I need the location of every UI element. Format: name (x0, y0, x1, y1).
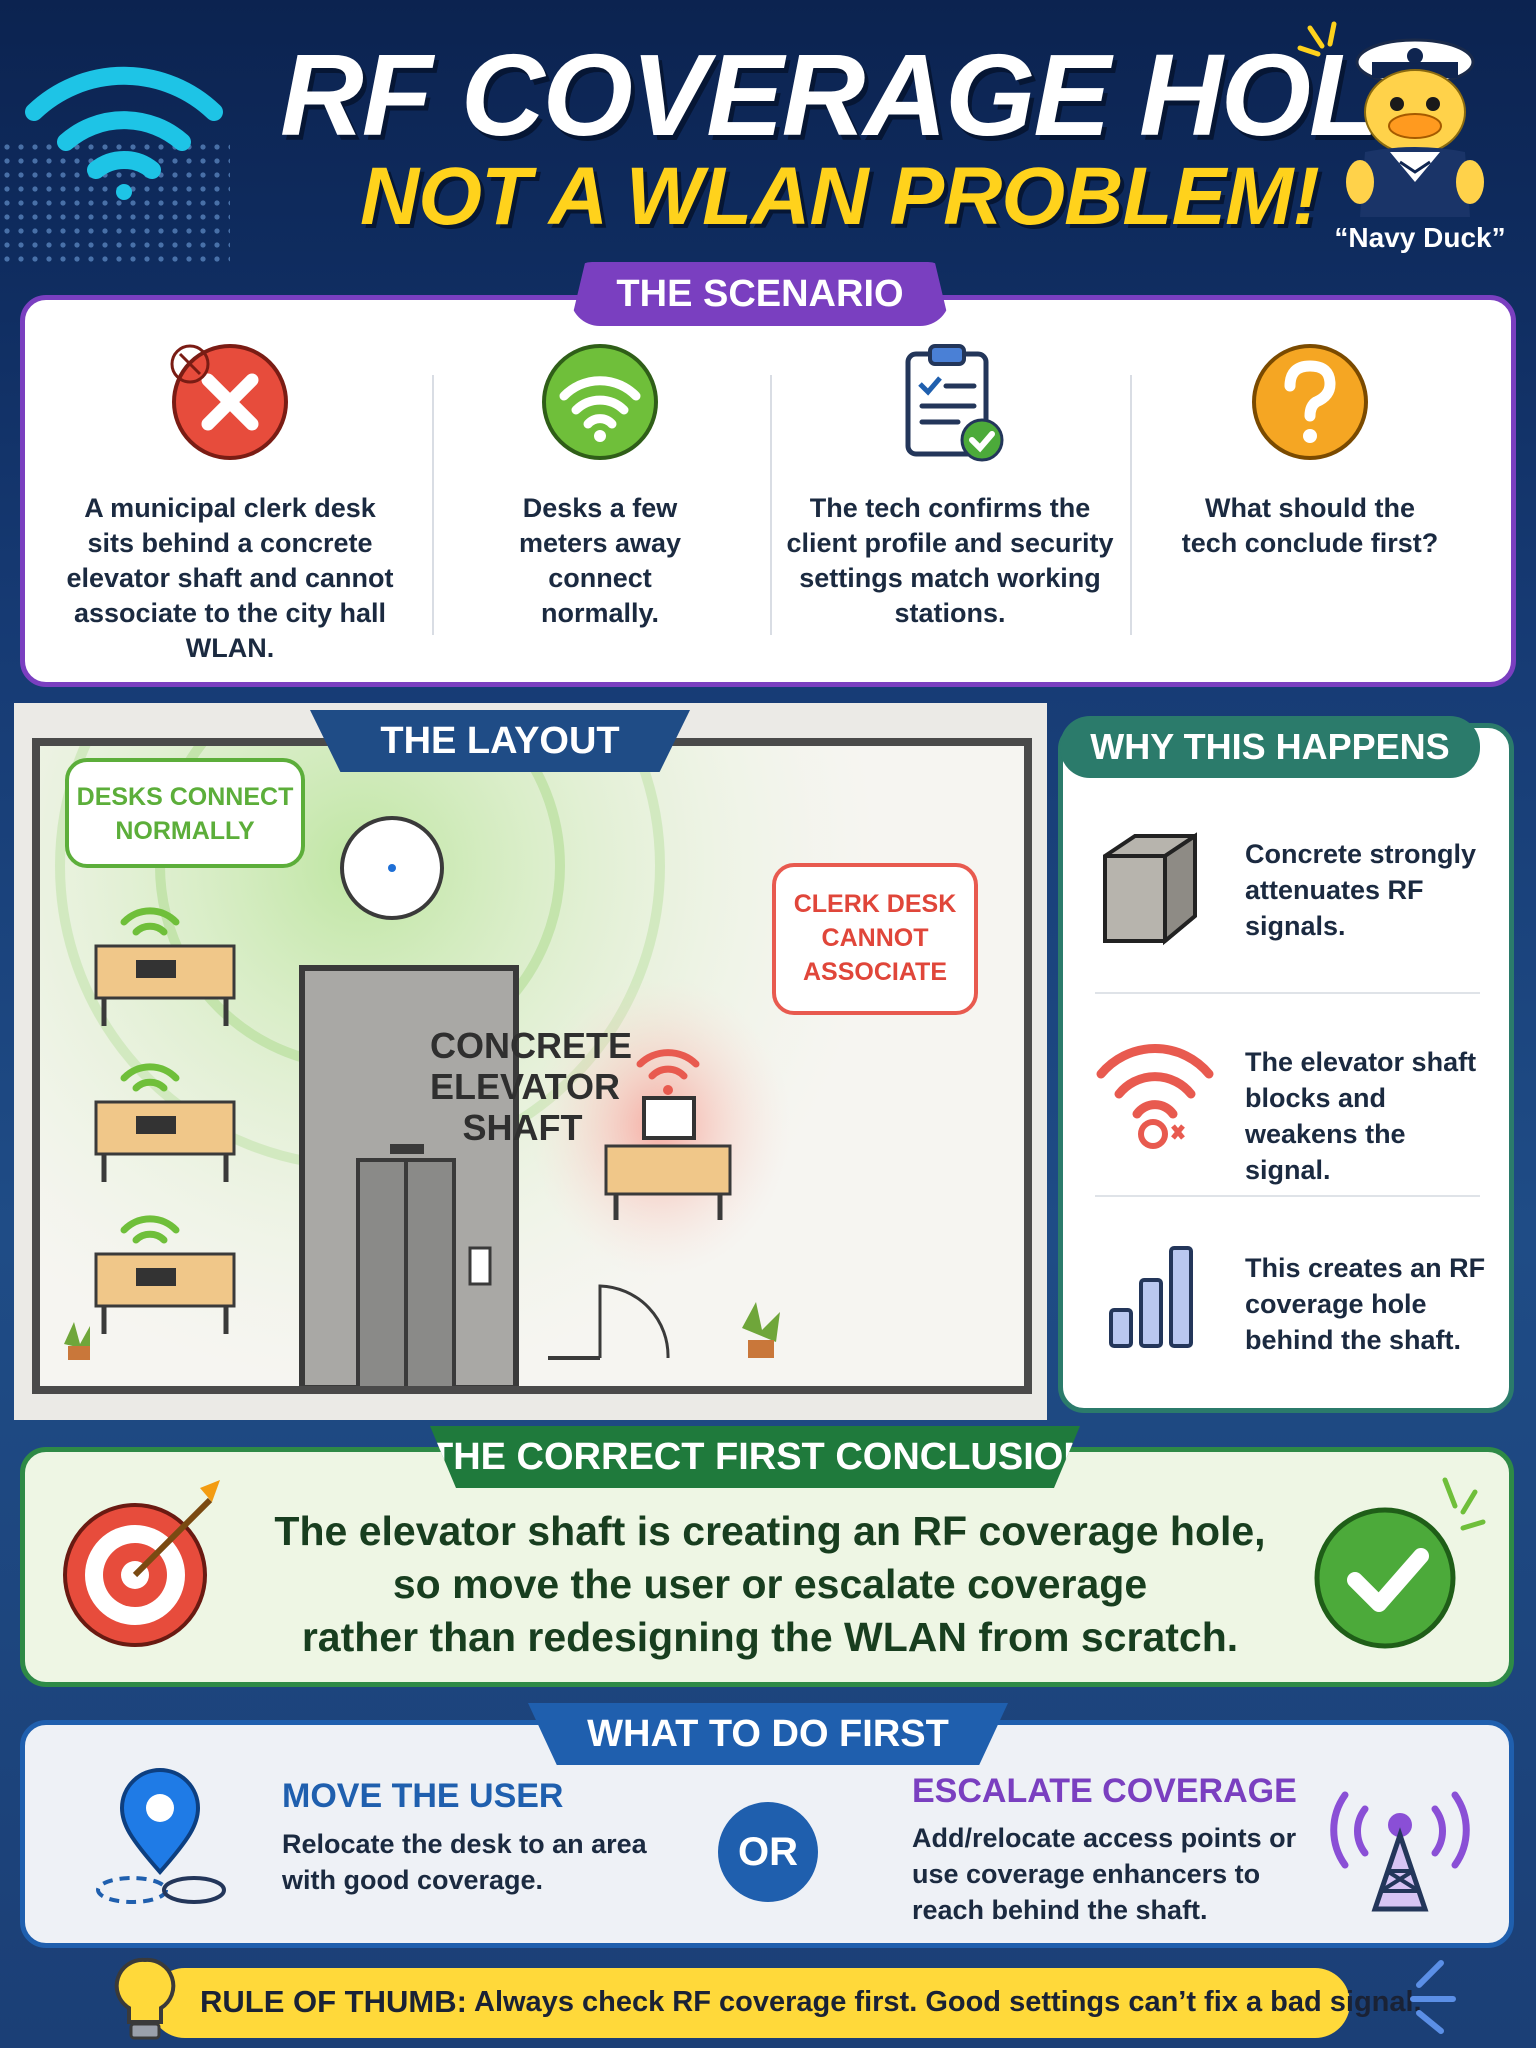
floor-plan (32, 738, 1032, 1394)
or-badge: OR (718, 1802, 818, 1902)
mascot-caption: “Navy Duck” (1334, 222, 1506, 253)
concrete-block-icon (1103, 832, 1197, 946)
sparkle-icon (1410, 1960, 1456, 2034)
scenario-text: What should the tech conclude first? (1181, 493, 1439, 558)
question-icon (1252, 344, 1368, 460)
antenna-tower-icon (1330, 1791, 1470, 1912)
conclusion-line: The elevator shaft is creating an RF cov… (274, 1508, 1266, 1554)
location-pin-icon (96, 1768, 226, 1904)
why-text: This creates an RF coverage hole behind … (1245, 1253, 1486, 1355)
why-item: The elevator shaft blocks and weakens th… (1095, 1034, 1495, 1185)
layout-heading: THE LAYOUT (310, 710, 690, 772)
scenario-item: A municipal clerk desk sits behind a con… (60, 340, 400, 670)
conclusion-line: rather than redesigning the WLAN from sc… (301, 1614, 1239, 1660)
x-circle-icon (170, 344, 288, 460)
move-user-title: MOVE THE USER (282, 1777, 564, 1815)
why-item: This creates an RF coverage hole behind … (1095, 1240, 1495, 1390)
scenario-item: The tech confirms the client profile and… (780, 340, 1120, 670)
divider (432, 375, 434, 635)
conclusion-line: so move the user or escalate coverage (392, 1561, 1148, 1607)
rule-of-thumb-label: RULE OF THUMB: (200, 1984, 467, 2019)
signal-bars-icon (1109, 1246, 1193, 1348)
desk-2 (94, 1063, 236, 1182)
scenario-text: Desks a few meters away connect normally… (518, 493, 682, 628)
wifi-icon (542, 344, 658, 460)
divider (770, 375, 772, 635)
desk-3 (94, 1215, 236, 1334)
why-text: Concrete strongly attenuates RF signals. (1245, 839, 1477, 941)
rule-of-thumb-text: Always check RF coverage first. Good set… (474, 1986, 1422, 2018)
clipboard-check-icon (905, 344, 1004, 462)
scenario-heading: THE SCENARIO (570, 262, 950, 326)
why-heading: WHY THIS HAPPENS (1060, 716, 1480, 778)
elevator-shaft-label: CONCRETE ELEVATOR SHAFT (430, 1025, 633, 1148)
actions-heading: WHAT TO DO FIRST (528, 1703, 1008, 1765)
weak-wifi-icon (1096, 1044, 1214, 1149)
divider (1095, 992, 1480, 994)
conclusion-text: The elevator shaft is creating an RF cov… (230, 1505, 1310, 1664)
why-item: Concrete strongly attenuates RF signals. (1095, 826, 1495, 976)
lightbulb-icon (114, 1957, 176, 2040)
scenario-text: A municipal clerk desk sits behind a con… (66, 493, 394, 663)
divider (1095, 1195, 1480, 1197)
conclusion-heading: THE CORRECT FIRST CONCLUSION (430, 1426, 1080, 1488)
navy-duck-mascot-icon (1346, 38, 1484, 217)
clerk-desk (604, 1049, 732, 1220)
scenario-item: Desks a few meters away connect normally… (430, 340, 770, 670)
page-title: RF COVERAGE HOLE (280, 30, 1455, 160)
check-circle-icon (1314, 1477, 1486, 1649)
desk-1 (94, 907, 236, 1026)
scenario-text: The tech confirms the client profile and… (786, 493, 1114, 628)
clerk-desk-bubble: CLERK DESK CANNOT ASSOCIATE (772, 863, 978, 1015)
scenario-item: What should the tech conclude first? (1140, 340, 1480, 670)
move-user-text: Relocate the desk to an area with good c… (282, 1829, 647, 1895)
desks-connect-bubble: DESKS CONNECT NORMALLY (65, 758, 305, 868)
escalate-coverage-text: Add/relocate access points or use covera… (912, 1823, 1297, 1925)
sparkle-icon (1297, 21, 1337, 57)
divider (1130, 375, 1132, 635)
page-subtitle: NOT A WLAN PROBLEM! (360, 151, 1320, 242)
rule-of-thumb-bar (150, 1968, 1350, 2038)
wifi-logo-icon (25, 66, 223, 200)
why-text: The elevator shaft blocks and weakens th… (1245, 1047, 1477, 1185)
target-icon (63, 1480, 220, 1647)
escalate-coverage-title: ESCALATE COVERAGE (912, 1772, 1297, 1810)
